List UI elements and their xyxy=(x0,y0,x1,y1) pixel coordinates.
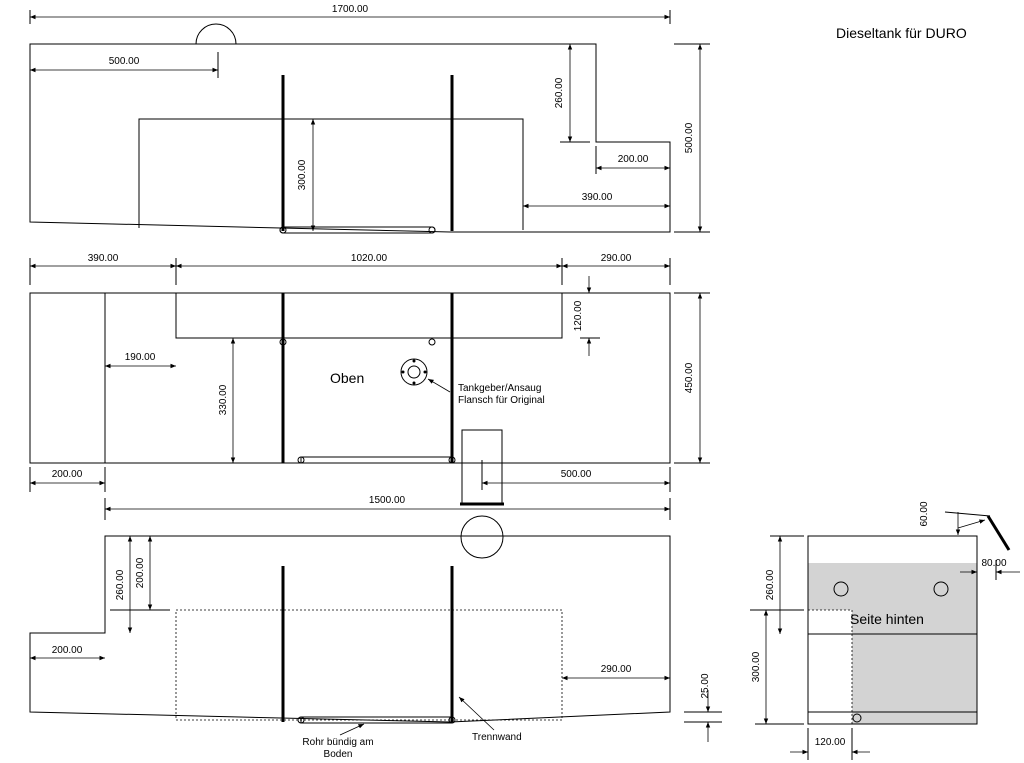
dim-step-height: 260.00 xyxy=(554,77,565,108)
dim-height: 500.00 xyxy=(684,122,695,153)
front-view-outline xyxy=(29,535,671,723)
dim-right: 290.00 xyxy=(601,253,632,264)
drawing-title: Dieseltank für DURO xyxy=(836,25,967,41)
filler-neck xyxy=(195,23,237,45)
flange-label-2: Flansch für Original xyxy=(458,395,545,406)
inner-box xyxy=(138,118,524,230)
filler-tube xyxy=(986,515,1011,551)
dim-left: 390.00 xyxy=(88,253,119,264)
dim-inset-height: 120.00 xyxy=(573,300,584,331)
dim-middle: 1020.00 xyxy=(351,253,388,264)
port-right xyxy=(933,581,949,597)
dim-upper-height: 260.00 xyxy=(765,569,776,600)
bottom-pipe xyxy=(300,456,453,464)
filler-opening xyxy=(460,515,504,559)
dim-bottom-slope: 25.00 xyxy=(700,673,711,698)
top-view: Oben Tankgeber/Ansaug Flansch für Origin… xyxy=(29,253,710,520)
dim-right-offset: 390.00 xyxy=(582,192,613,203)
pipe-label-1: Rohr bündig am xyxy=(302,737,373,748)
dim-bottom-right: 500.00 xyxy=(561,469,592,480)
pipe-label-2: Boden xyxy=(324,749,353,760)
front-view: 260.00 200.00 200.00 290.00 25.00 Rohr b… xyxy=(29,515,722,760)
dim-length: 1700.00 xyxy=(332,4,369,15)
wall-label: Trennwand xyxy=(472,732,522,743)
side-view: 1700.00 500.00 260.00 500.00 200.00 300.… xyxy=(29,4,710,234)
hidden-inner-box xyxy=(175,609,563,721)
dim-height: 450.00 xyxy=(684,362,695,393)
dim-bottom-width: 120.00 xyxy=(815,737,846,748)
pipe-end xyxy=(279,226,287,234)
dim-overall: 1500.00 xyxy=(369,495,406,506)
dim-step-length: 200.00 xyxy=(618,154,649,165)
dim-top-offset: 60.00 xyxy=(919,501,930,526)
rear-view: Seite hinten 60.00 80.00 260.00 300.00 1… xyxy=(750,501,1020,760)
dim-lower-height: 300.00 xyxy=(751,651,762,682)
pipe-end xyxy=(428,226,436,234)
top-inset xyxy=(175,293,563,339)
dim-inner-height: 300.00 xyxy=(297,159,308,190)
dim-right-offset: 290.00 xyxy=(601,664,632,675)
side-view-outline xyxy=(29,43,671,233)
dim-inner-height: 200.00 xyxy=(135,557,146,588)
dim-side: 80.00 xyxy=(981,558,1006,569)
flange-label-1: Tankgeber/Ansaug xyxy=(458,383,541,394)
dim-left-step: 200.00 xyxy=(52,645,83,656)
dim-left-inset: 190.00 xyxy=(125,352,156,363)
dim-to-filler: 500.00 xyxy=(109,56,140,67)
flange-icon xyxy=(400,358,428,386)
top-view-label: Oben xyxy=(330,370,364,386)
port-left xyxy=(833,581,849,597)
dim-inner-height: 330.00 xyxy=(218,384,229,415)
dim-height-left: 260.00 xyxy=(115,569,126,600)
rear-view-label: Seite hinten xyxy=(850,611,924,627)
dim-bottom-left: 200.00 xyxy=(52,469,83,480)
